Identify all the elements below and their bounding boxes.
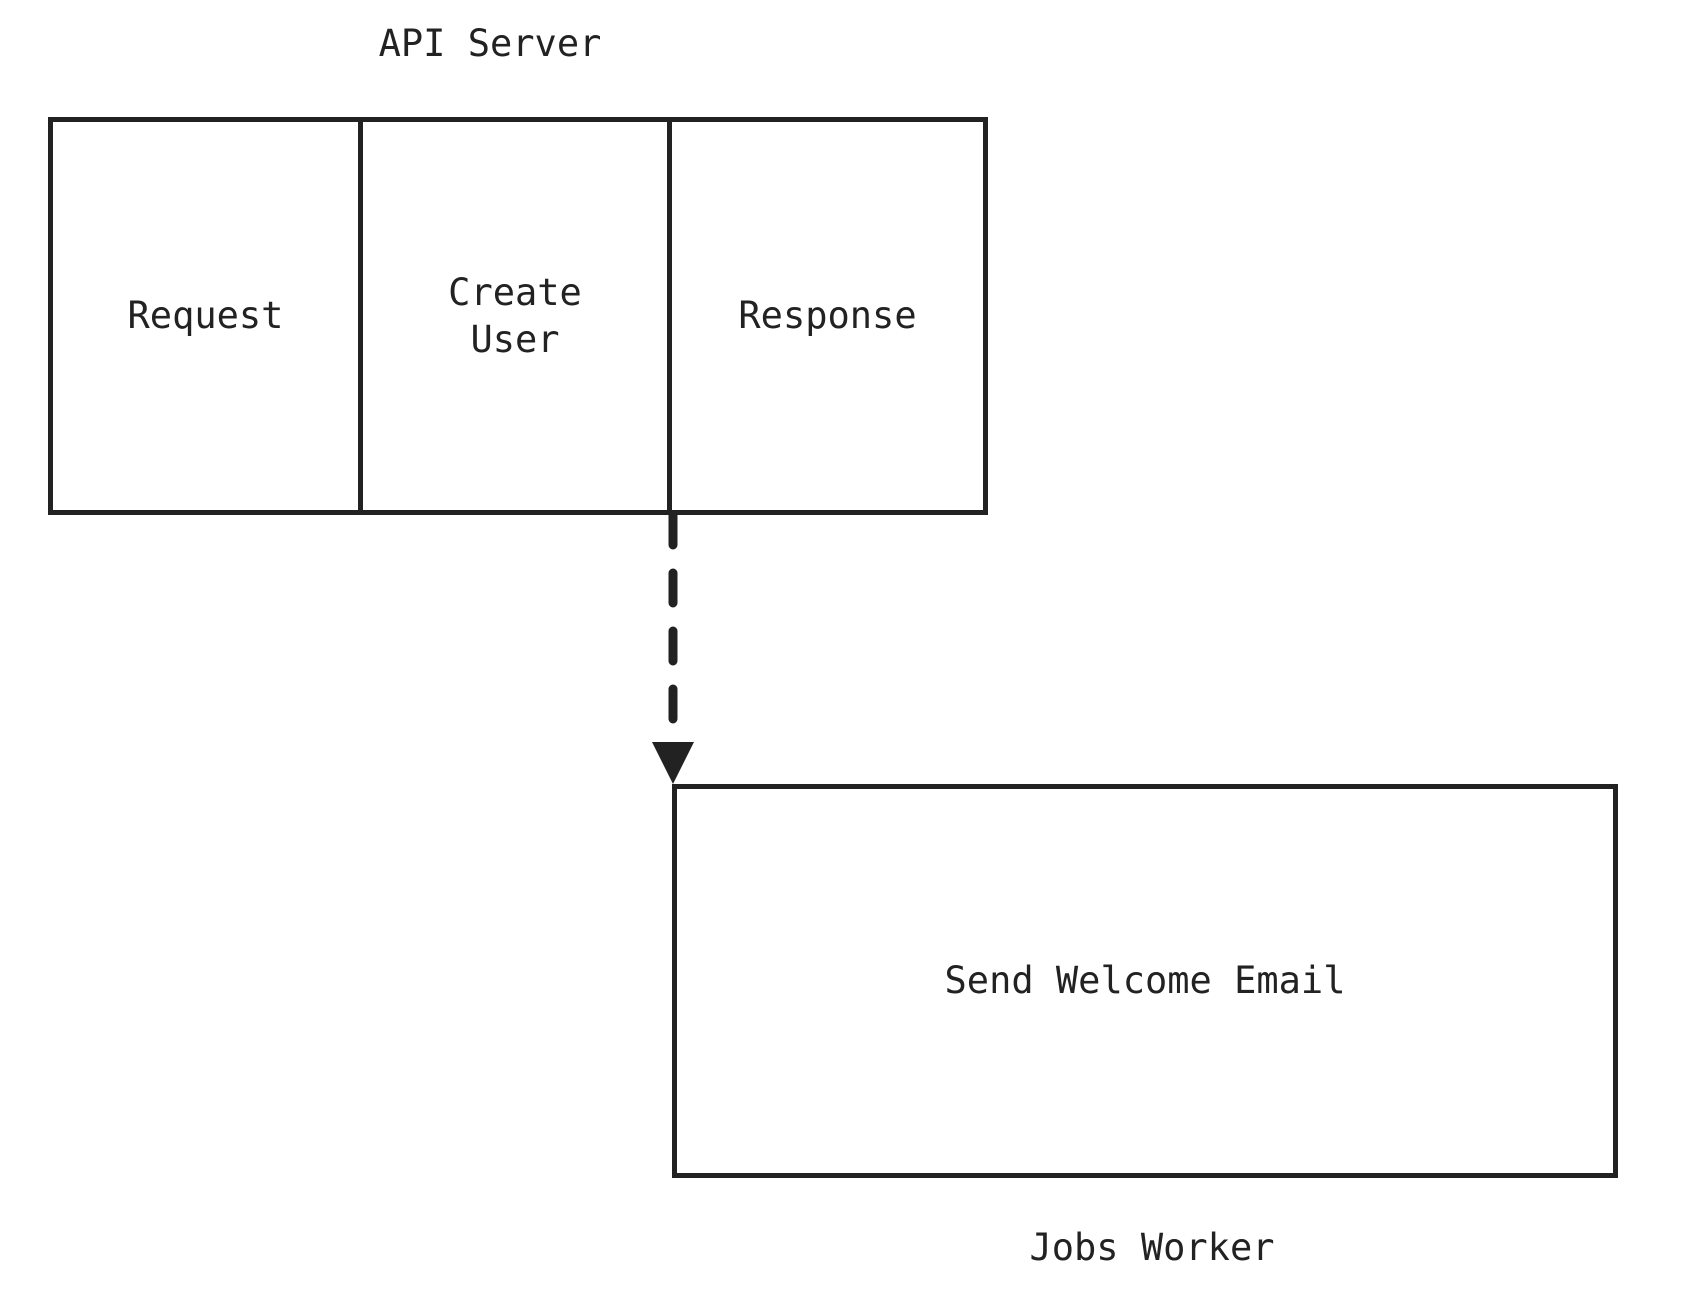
jobs-worker-group-title: Jobs Worker (1029, 1226, 1275, 1269)
api-server-group-box: Request Create User Response (48, 117, 988, 515)
lane-request[interactable]: Request (53, 122, 358, 510)
api-server-group-title: API Server (378, 22, 602, 65)
lane-create-user[interactable]: Create User (358, 122, 672, 510)
connector-create-user-to-jobs-worker (652, 510, 694, 784)
lane-create-user-label: Create User (448, 270, 582, 361)
connector-arrowhead-icon (652, 742, 694, 784)
jobs-worker-group-box[interactable]: Send Welcome Email (672, 784, 1618, 1178)
lane-request-label: Request (127, 294, 284, 338)
lane-response-label: Response (738, 294, 917, 338)
lane-send-welcome-email-label: Send Welcome Email (944, 959, 1346, 1003)
lane-response[interactable]: Response (672, 122, 983, 510)
